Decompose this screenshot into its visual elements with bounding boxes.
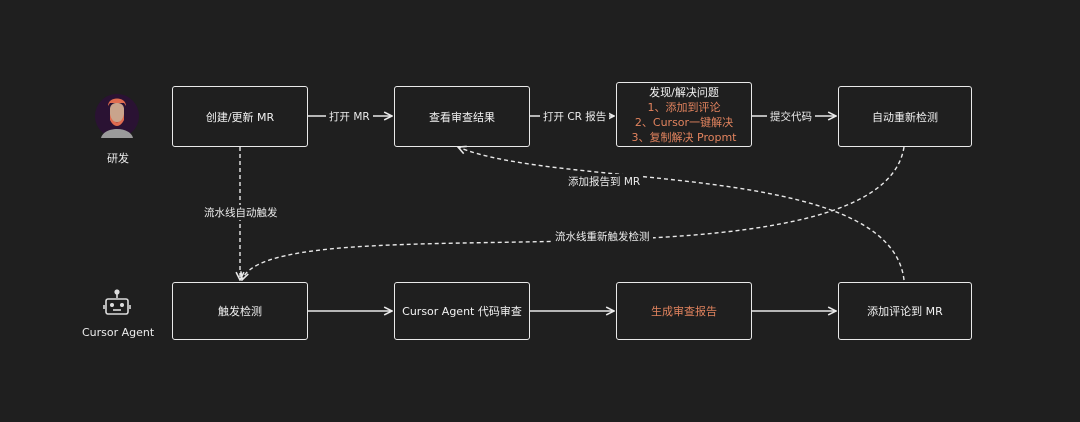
box-view-results: 查看审查结果 [394,86,530,147]
box-fix-issues: 发现/解决问题 1、添加到评论 2、Cursor一键解决 3、复制解决 Prop… [616,82,752,147]
edge-label-pipeline-retrigger: 流水线重新触发检测 [552,229,653,244]
edge-label-add-report: 添加报告到 MR [565,174,644,189]
box-recheck: 自动重新检测 [838,86,972,147]
edge-label-open-cr: 打开 CR 报告 [540,109,610,124]
box-trigger: 触发检测 [172,282,308,340]
box-add-comment: 添加评论到 MR [838,282,972,340]
robot-icon [103,289,131,315]
developer-avatar-icon [95,94,139,138]
edge-label-submit-code: 提交代码 [767,109,815,124]
dashed-arrow-add-report [458,147,905,281]
box-gen-report: 生成审查报告 [616,282,752,340]
fix-step-1: 1、添加到评论 [647,100,721,114]
box-agent-review: Cursor Agent 代码审查 [394,282,530,340]
fix-step-3: 3、复制解决 Propmt [631,130,737,144]
fix-title: 发现/解决问题 [649,85,719,99]
actor-label-agent: Cursor Agent [82,326,155,339]
fix-step-2: 2、Cursor一键解决 [634,115,734,129]
edge-label-pipeline-auto: 流水线自动触发 [201,205,281,220]
edge-label-open-mr: 打开 MR [326,109,373,124]
dashed-arrow-pipeline-retrigger [242,146,905,280]
box-create-mr: 创建/更新 MR [172,86,308,147]
actor-label-dev: 研发 [107,152,129,165]
